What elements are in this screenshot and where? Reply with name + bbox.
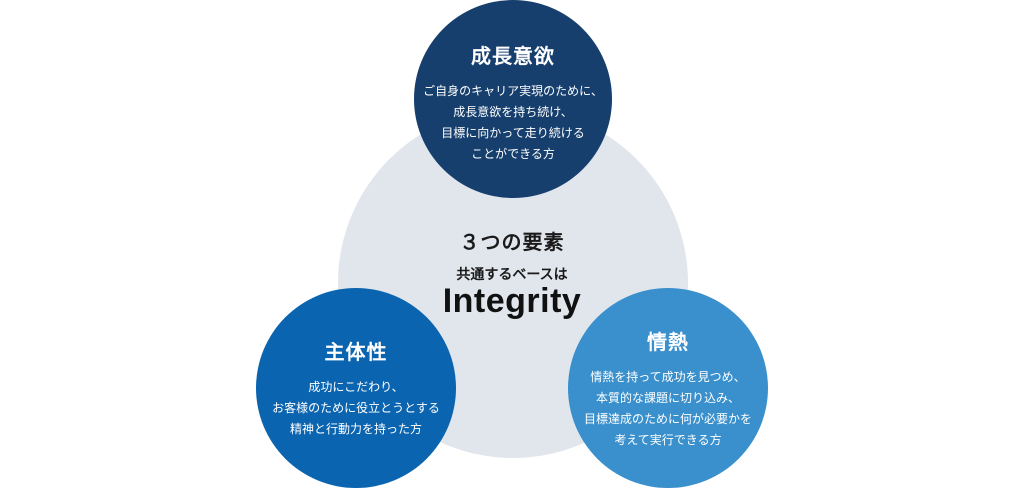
description-line: ご自身のキャリア実現のために、 xyxy=(423,83,603,98)
element-title: 主体性 xyxy=(324,340,388,364)
description-line: 精神と行動力を持った方 xyxy=(289,422,422,436)
description-line: 成長意欲を持ち続け、 xyxy=(453,104,573,119)
element-description: 情熱を持って成功を見つめ、 本質的な課題に切り込み、 目標達成のために何が必要か… xyxy=(584,367,752,451)
element-circle-passion: 情熱 情熱を持って成功を見つめ、 本質的な課題に切り込み、 目標達成のために何が… xyxy=(568,288,768,488)
description-line: 本質的な課題に切り込み、 xyxy=(595,390,740,405)
element-circle-initiative: 主体性 成功にこだわり、 お客様のために役立とうとする 精神と行動力を持った方 xyxy=(256,288,456,488)
element-circle-growth: 成長意欲 ご自身のキャリア実現のために、 成長意欲を持ち続け、 目標に向かって走… xyxy=(414,0,612,198)
description-line: お客様のために役立とうとする xyxy=(272,401,440,415)
element-title: 情熱 xyxy=(647,329,689,354)
description-line: 情熱を持って成功を見つめ、 xyxy=(590,369,746,384)
element-title: 成長意欲 xyxy=(471,43,555,68)
description-line: 考えて実行できる方 xyxy=(614,432,722,447)
description-line: 目標達成のために何が必要かを xyxy=(583,411,752,426)
element-description: 成功にこだわり、 お客様のために役立とうとする 精神と行動力を持った方 xyxy=(272,377,440,440)
description-line: 目標に向かって走り続ける xyxy=(441,125,585,140)
description-line: 成功にこだわり、 xyxy=(308,380,404,394)
description-line: ことができる方 xyxy=(471,146,555,161)
element-description: ご自身のキャリア実現のために、 成長意欲を持ち続け、 目標に向かって走り続ける … xyxy=(423,81,603,165)
